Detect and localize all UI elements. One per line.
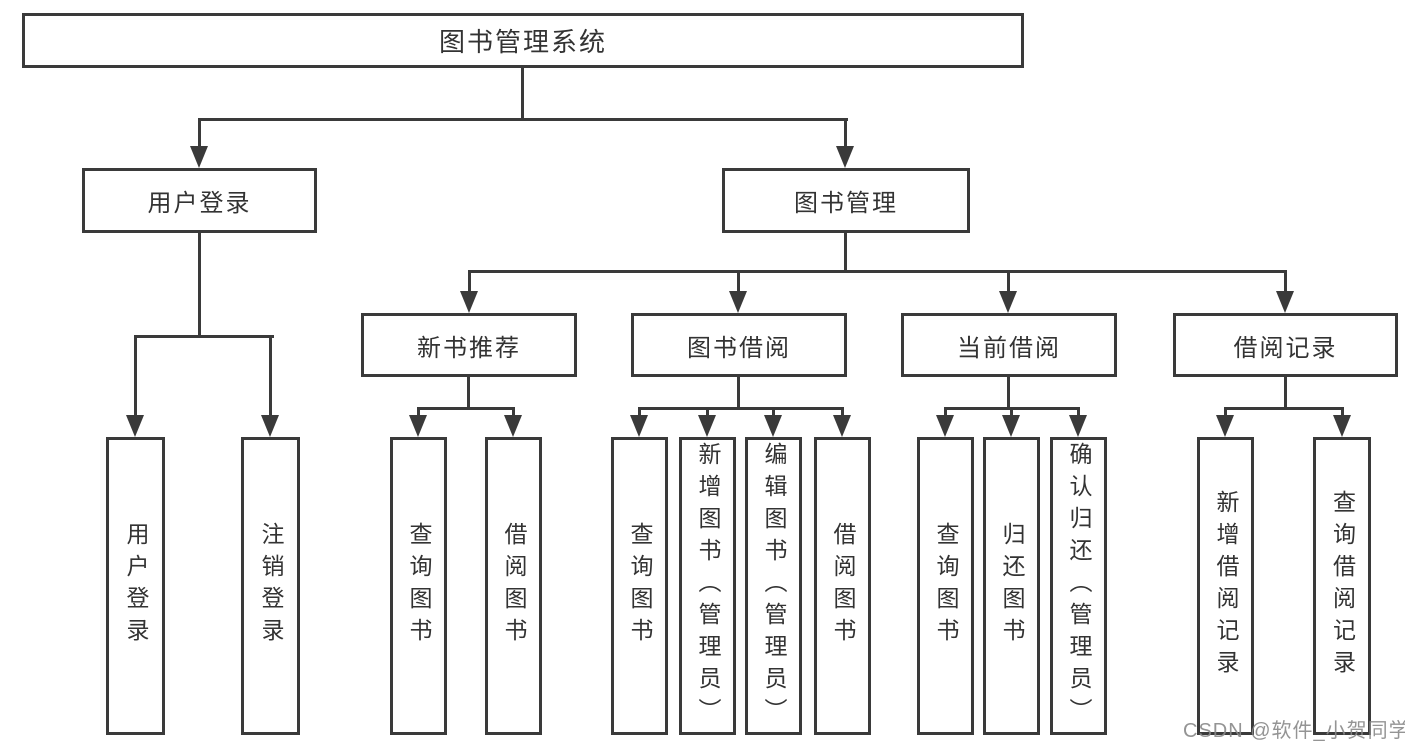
connector-line — [198, 118, 201, 148]
leaf-add-book-admin: 新增图书（管理员） — [679, 437, 736, 735]
csdn-watermark: CSDN @软件_小贺同学 — [1183, 720, 1405, 742]
node-user-login: 用户登录 — [82, 168, 317, 233]
connector-line — [1284, 270, 1287, 292]
leaf-add-borrow-record: 新增借阅记录 — [1197, 437, 1254, 735]
node-label: 借阅记录 — [1233, 334, 1338, 362]
arrowhead-down-icon — [126, 415, 144, 437]
arrowhead-down-icon — [833, 415, 851, 437]
node-label: 借阅图书 — [830, 522, 856, 650]
arrowhead-down-icon — [1002, 415, 1020, 437]
leaf-edit-book-admin: 编辑图书（管理员） — [745, 437, 802, 735]
arrowhead-down-icon — [630, 415, 648, 437]
leaf-query-books-recommend: 查询图书 — [390, 437, 447, 735]
arrowhead-down-icon — [190, 146, 208, 168]
connector-line — [772, 407, 775, 417]
node-label: 注销登录 — [258, 522, 284, 650]
leaf-query-books-current: 查询图书 — [917, 437, 974, 735]
connector-line — [638, 407, 641, 417]
arrowhead-down-icon — [729, 291, 747, 313]
node-label: 新书推荐 — [417, 334, 521, 362]
connector-line — [512, 407, 515, 417]
node-label: 图书借阅 — [687, 334, 791, 362]
node-library-management-system: 图书管理系统 — [22, 13, 1024, 68]
arrowhead-down-icon — [460, 291, 478, 313]
connector-line — [844, 118, 847, 148]
connector-line — [737, 377, 740, 410]
connector-line — [706, 407, 709, 417]
arrowhead-down-icon — [1333, 415, 1351, 437]
arrowhead-down-icon — [261, 415, 279, 437]
connector-line — [1284, 377, 1287, 410]
connector-line — [1224, 407, 1227, 417]
leaf-borrow-books: 借阅图书 — [814, 437, 871, 735]
node-label: 用户登录 — [123, 522, 149, 650]
node-label: 归还图书 — [999, 522, 1025, 650]
connector-line — [1224, 407, 1343, 410]
arrowhead-down-icon — [1216, 415, 1234, 437]
node-current-borrowing: 当前借阅 — [901, 313, 1117, 377]
node-label: 新增图书（管理员） — [695, 442, 721, 730]
connector-line — [417, 407, 420, 417]
node-label: 借阅图书 — [501, 522, 527, 650]
leaf-return-book: 归还图书 — [983, 437, 1040, 735]
connector-line — [1010, 407, 1013, 417]
leaf-borrow-books-recommend: 借阅图书 — [485, 437, 542, 735]
leaf-confirm-return-admin: 确认归还（管理员） — [1050, 437, 1107, 735]
connector-line — [1077, 407, 1080, 417]
connector-line — [737, 270, 740, 292]
arrowhead-down-icon — [936, 415, 954, 437]
connector-line — [269, 335, 272, 415]
connector-line — [1007, 270, 1010, 292]
arrowhead-down-icon — [836, 146, 854, 168]
leaf-logout: 注销登录 — [241, 437, 300, 735]
arrowhead-down-icon — [999, 291, 1017, 313]
node-label: 图书管理系统 — [438, 27, 607, 57]
arrowhead-down-icon — [764, 415, 782, 437]
node-label: 当前借阅 — [957, 334, 1061, 362]
connector-line — [521, 68, 524, 121]
node-label: 用户登录 — [147, 190, 252, 217]
connector-line — [468, 270, 1287, 273]
node-label: 新增借阅记录 — [1213, 490, 1239, 682]
connector-line — [467, 377, 470, 410]
connector-line — [638, 407, 844, 410]
node-label: 查询借阅记录 — [1329, 490, 1356, 682]
arrowhead-down-icon — [504, 415, 522, 437]
node-book-management: 图书管理 — [722, 168, 970, 233]
connector-line — [134, 335, 137, 415]
node-new-book-recommendation: 新书推荐 — [361, 313, 577, 377]
leaf-user-login: 用户登录 — [106, 437, 165, 735]
connector-line — [198, 233, 201, 337]
node-book-borrowing: 图书借阅 — [631, 313, 847, 377]
connector-line — [841, 407, 844, 417]
connector-line — [417, 407, 515, 410]
connector-line — [134, 335, 274, 338]
arrowhead-down-icon — [698, 415, 716, 437]
node-label: 查询图书 — [406, 522, 432, 650]
node-label: 编辑图书（管理员） — [761, 442, 787, 730]
node-label: 查询图书 — [627, 522, 653, 650]
node-label: 确认归还（管理员） — [1066, 442, 1092, 730]
connector-line — [1341, 407, 1344, 417]
connector-line — [1007, 377, 1010, 410]
arrowhead-down-icon — [409, 415, 427, 437]
node-borrowing-records: 借阅记录 — [1173, 313, 1398, 377]
arrowhead-down-icon — [1069, 415, 1087, 437]
node-label: 图书管理 — [794, 190, 898, 217]
leaf-query-borrow-record: 查询借阅记录 — [1313, 437, 1371, 735]
connector-line — [944, 407, 947, 417]
leaf-query-books-borrowing: 查询图书 — [611, 437, 668, 735]
connector-line — [198, 118, 848, 121]
arrowhead-down-icon — [1276, 291, 1294, 313]
connector-line — [468, 270, 471, 292]
node-label: 查询图书 — [933, 522, 959, 650]
connector-line — [844, 233, 847, 272]
